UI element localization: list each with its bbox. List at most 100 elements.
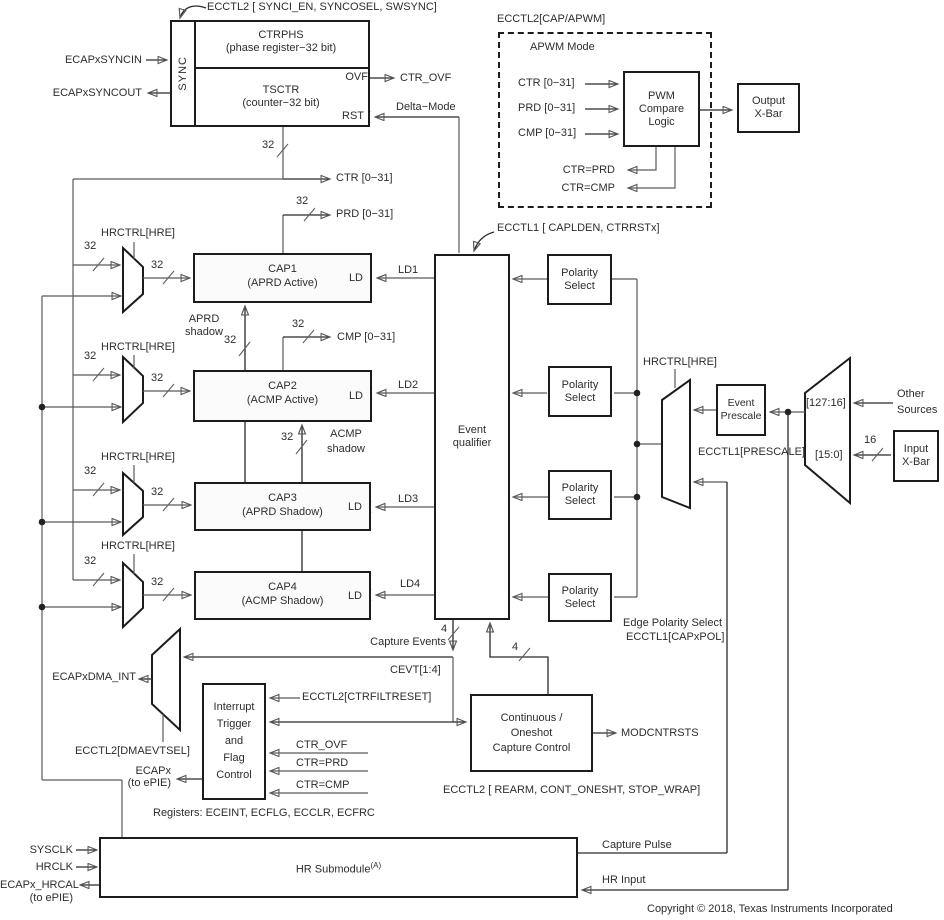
pwm-compare-logic: PWM Compare Logic bbox=[623, 71, 700, 147]
mux-output-wires bbox=[143, 270, 191, 602]
sync-strip: SYNC bbox=[172, 22, 196, 125]
ld-wires bbox=[364, 278, 434, 602]
label-bus32-in3: 32 bbox=[84, 465, 97, 477]
event-qualifier-line1: Event bbox=[457, 424, 487, 436]
sync-wires bbox=[146, 60, 460, 253]
label-sysclk: SYSCLK bbox=[29, 844, 73, 856]
cap3-subtitle: (APRD Shadow) bbox=[242, 506, 323, 518]
label-ecctl1-capxpol: ECCTL1[CAPxPOL] bbox=[626, 631, 725, 643]
label-modcntrsts: MODCNTRSTS bbox=[621, 727, 699, 739]
polarity-bus-wires bbox=[513, 279, 662, 597]
label-ecctl2-capapwm: ECCTL2[CAP/APWM] bbox=[497, 13, 606, 25]
polarity-select-3: Polarity Select bbox=[548, 470, 612, 520]
label-bus32-out4: 32 bbox=[151, 576, 164, 588]
interrupt-wires bbox=[177, 698, 616, 793]
cap4-ld: LD bbox=[347, 589, 362, 602]
label-ld2: LD2 bbox=[398, 379, 419, 391]
interrupt-line4: Flag bbox=[223, 752, 245, 764]
label-registers: Registers: ECEINT, ECFLG, ECCLR, ECFRC bbox=[153, 807, 375, 819]
label-bus32-out1: 32 bbox=[151, 259, 164, 271]
output-xbar: Output X-Bar bbox=[737, 83, 800, 133]
label-bus32-cmp: 32 bbox=[292, 318, 305, 330]
label-ecctl2-sync: ECCTL2 [ SYNCI_EN, SYNCOSEL, SWSYNC] bbox=[207, 1, 437, 13]
label-ecapx-epie-1: ECAPx bbox=[135, 765, 171, 777]
label-other-sources-1: Other bbox=[897, 388, 925, 400]
label-ecctl2-ctrfiltreset: ECCTL2[CTRFILTRESET] bbox=[302, 691, 432, 703]
cap3-register: CAP3 (APRD Shadow) LD bbox=[194, 482, 371, 531]
continuous-oneshot-control: Continuous / Oneshot Capture Control bbox=[470, 694, 593, 772]
label-ovf: OVF bbox=[345, 71, 368, 83]
input-xbar-line1: Input bbox=[903, 443, 929, 455]
label-ld4: LD4 bbox=[400, 578, 421, 590]
interrupt-line2: Trigger bbox=[216, 718, 252, 730]
hr-feedback-wires bbox=[578, 412, 789, 890]
interrupt-line5: Control bbox=[216, 769, 252, 781]
polarity-1-line1: Polarity bbox=[561, 266, 598, 279]
label-bus32-acmp: 32 bbox=[281, 431, 294, 443]
label-ctr-ovf-in: CTR_OVF bbox=[296, 739, 348, 751]
label-other-sources-2: Sources bbox=[897, 404, 938, 416]
hr-submodule-title: HR Submodule bbox=[295, 863, 371, 876]
ctrphs-title: CTRPHS bbox=[258, 29, 304, 41]
label-ctr-eq-cmp: CTR=CMP bbox=[561, 182, 615, 194]
label-delta-mode: Delta−Mode bbox=[396, 101, 456, 113]
event-prescale: Event Prescale bbox=[716, 384, 766, 436]
polarity-4-line2: Select bbox=[564, 597, 596, 610]
label-apwm-ctr: CTR [0−31] bbox=[518, 77, 575, 89]
copyright-notice: Copyright © 2018, Texas Instruments Inco… bbox=[647, 903, 893, 915]
cap4-title: CAP4 bbox=[268, 581, 297, 593]
label-ecapx-epie-2: (to ePIE) bbox=[127, 777, 171, 789]
label-apwm-prd: PRD [0−31] bbox=[518, 102, 576, 114]
label-hrcal-to-epie: (to ePIE) bbox=[29, 892, 73, 904]
dma-mux-shape bbox=[139, 626, 181, 742]
label-bus32-in1: 32 bbox=[84, 240, 97, 252]
polarity-select-2: Polarity Select bbox=[548, 366, 612, 417]
polarity-3-line2: Select bbox=[564, 495, 596, 507]
label-ld3: LD3 bbox=[398, 493, 419, 505]
cap3-title: CAP3 bbox=[268, 492, 297, 504]
label-ecapxsyncout: ECAPxSYNCOUT bbox=[52, 87, 142, 99]
ctrphs-subtitle: (phase register−32 bit) bbox=[225, 42, 337, 54]
label-bus32-tsctr: 32 bbox=[262, 139, 275, 151]
cap1-register: CAP1 (APRD Active) LD bbox=[193, 253, 372, 303]
pwm-line1: PWM bbox=[648, 89, 675, 102]
label-hr-input: HR Input bbox=[602, 874, 646, 886]
polarity-select-1: Polarity Select bbox=[547, 254, 612, 305]
pwm-line3: Logic bbox=[648, 115, 675, 128]
output-xbar-line2: X-Bar bbox=[754, 108, 783, 120]
label-ctr-bus: CTR [0−31] bbox=[336, 172, 393, 184]
label-ecapx-hrcal: ECAPx_HRCAL bbox=[0, 879, 79, 891]
label-rst: RST bbox=[342, 110, 364, 122]
label-acmp-shadow-2: shadow bbox=[327, 443, 365, 455]
label-hrctrl-3: HRCTRL[HRE] bbox=[101, 451, 175, 463]
label-ld1: LD1 bbox=[398, 264, 419, 276]
oneshot-line1: Continuous / bbox=[500, 711, 563, 724]
label-ecapxdma-int: ECAPxDMA_INT bbox=[52, 671, 136, 683]
hr-submodule-footnote: (A) bbox=[370, 860, 382, 870]
polarity-2-line2: Select bbox=[564, 391, 596, 404]
tsctr-register: TSCTR (counter−32 bit) bbox=[194, 67, 368, 125]
tsctr-subtitle: (counter−32 bit) bbox=[242, 97, 320, 109]
label-prd-bus: PRD [0−31] bbox=[336, 208, 394, 220]
cap1-ld: LD bbox=[348, 272, 363, 284]
label-hrctrl-right: HRCTRL[HRE] bbox=[643, 356, 717, 368]
hr-io-wires bbox=[76, 850, 99, 885]
label-aprd-shadow-1: APRD bbox=[188, 313, 220, 325]
prescale-wires bbox=[694, 403, 893, 482]
ctrphs-register: CTRPHS (phase register−32 bit) bbox=[194, 22, 368, 69]
oneshot-line3: Capture Control bbox=[492, 741, 571, 754]
cap2-subtitle: (ACMP Active) bbox=[246, 394, 319, 406]
label-bus32-in4: 32 bbox=[84, 555, 97, 567]
hr-submodule: HR Submodule(A) bbox=[99, 837, 578, 898]
interrupt-line1: Interrupt bbox=[213, 701, 255, 713]
polarity-select-4: Polarity Select bbox=[548, 573, 612, 622]
interrupt-line3: and bbox=[224, 735, 244, 747]
label-hrctrl-4: HRCTRL[HRE] bbox=[101, 540, 175, 552]
label-bus32-in2: 32 bbox=[84, 350, 97, 362]
polarity-3-line1: Polarity bbox=[561, 482, 599, 494]
tsctr-title: TSCTR bbox=[262, 84, 300, 96]
event-prescale-line2: Prescale bbox=[720, 410, 762, 422]
label-aprd-shadow-2: shadow bbox=[185, 326, 223, 338]
